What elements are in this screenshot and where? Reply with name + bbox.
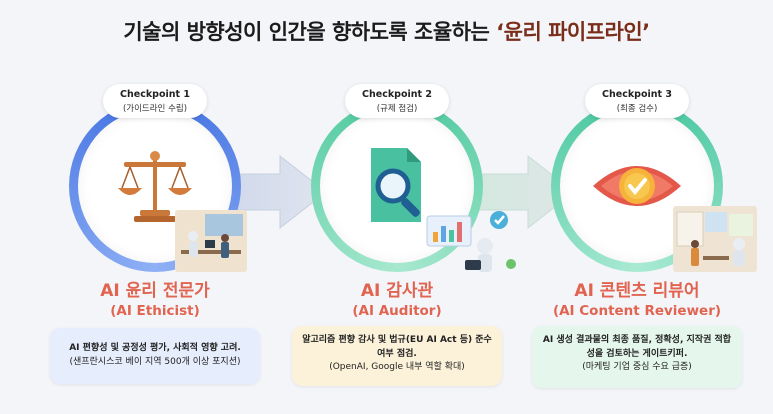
page-title: 기술의 방향성이 인간을 향하도록 조율하는 ‘윤리 파이프라인’ <box>0 16 773 46</box>
description-note: (마케팅 기업 중심 수요 급증) <box>582 362 692 372</box>
magnifier-document-icon <box>371 148 421 222</box>
eye-check-icon <box>593 166 681 206</box>
role-name-en: (AI Content Reviewer) <box>552 303 722 319</box>
role-title: AI 윤리 전문가 (AI Ethicist) <box>35 276 275 319</box>
description-note: (샌프란시스코 베이 지역 500개 이상 포지션) <box>69 356 241 367</box>
checkpoint-ring <box>69 100 241 272</box>
checkpoint-sublabel: (최종 검수) <box>616 104 658 114</box>
checkpoint-label: Checkpoint 3 <box>602 89 672 100</box>
checkpoint-label: Checkpoint 2 <box>362 89 432 100</box>
checkpoint-badge: Checkpoint 1 (가이드라인 수립) <box>103 84 207 118</box>
title-main: 기술의 방향성이 인간을 향하도록 조율하는 <box>123 20 490 44</box>
role-name-ko: AI 감사관 <box>360 281 434 301</box>
checkpoint-label: Checkpoint 1 <box>120 89 190 100</box>
checkpoint-sublabel: (가이드라인 수립) <box>122 104 188 114</box>
role-title: AI 콘텐츠 리뷰어 (AI Content Reviewer) <box>517 276 757 319</box>
checkpoint-ring <box>551 100 723 272</box>
auditor-robot-illustration <box>426 211 516 272</box>
checkpoint-badge: Checkpoint 3 (최종 검수) <box>585 84 689 118</box>
role-title: AI 감사관 (AI Auditor) <box>277 276 517 319</box>
description-box: AI 생성 결과물의 최종 품질, 정확성, 지작권 적합성을 검토하는 게이트… <box>532 326 742 388</box>
title-highlight: ‘윤리 파이프라인’ <box>496 20 650 44</box>
role-name-en: (AI Auditor) <box>352 303 442 319</box>
description-note: (OpenAI, Google 내부 역할 확대) <box>329 362 465 372</box>
checkpoint-sublabel: (규제 점검) <box>376 104 418 114</box>
reviewer-robot-illustration <box>673 206 757 272</box>
description-box: 알고리즘 편향 감사 및 법규(EU AI Act 등) 준수 여부 점검. (… <box>292 326 502 386</box>
scales-icon <box>118 151 192 222</box>
role-name-en: (AI Ethicist) <box>110 303 200 319</box>
role-name-ko: AI 윤리 전문가 <box>100 281 210 301</box>
description-main: AI 생성 결과물의 최종 품질, 정확성, 지작권 적합성을 검토하는 게이트… <box>542 335 732 359</box>
description-main: 알고리즘 편향 감사 및 법규(EU AI Act 등) 준수 여부 점검. <box>302 335 492 359</box>
office-robot-illustration <box>175 210 247 272</box>
role-name-ko: AI 콘텐츠 리뷰어 <box>574 281 700 301</box>
description-main: AI 편향성 및 공정성 평가, 사회적 영향 고려. <box>69 343 241 353</box>
checkpoint-badge: Checkpoint 2 (규제 점검) <box>345 84 449 118</box>
description-box: AI 편향성 및 공정성 평가, 사회적 영향 고려. (샌프란시스코 베이 지… <box>50 328 260 384</box>
